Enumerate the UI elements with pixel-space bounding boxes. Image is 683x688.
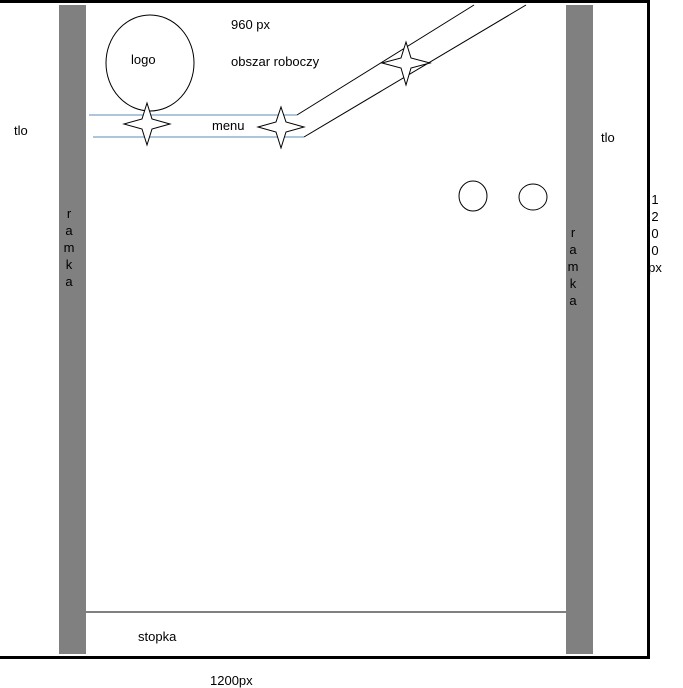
- star-icon-upper: [380, 40, 432, 87]
- circle-icon-left: [458, 180, 488, 212]
- main-width-label: 960 px: [231, 17, 271, 32]
- vertical-glyph: r: [570, 225, 576, 240]
- vertical-glyph: a: [65, 274, 73, 289]
- vertical-glyph: m: [63, 240, 75, 255]
- workspace-label: obszar roboczy: [231, 54, 320, 69]
- diagonal-line-lower: [303, 4, 527, 138]
- vertical-glyph: a: [569, 242, 577, 257]
- outer-frame: [0, 0, 650, 659]
- circle-icon-right: [518, 183, 548, 211]
- vertical-glyph: a: [65, 223, 73, 238]
- left-frame-rail: [59, 5, 86, 654]
- total-height-label: 1 2 0 0 px: [647, 191, 663, 276]
- logo-label: logo: [131, 52, 156, 67]
- vertical-glyph: 0: [651, 243, 659, 258]
- background-right-label: tlo: [601, 130, 615, 145]
- vertical-glyph: k: [65, 257, 73, 272]
- vertical-glyph: a: [569, 293, 577, 308]
- star-icon-left: [122, 101, 172, 147]
- vertical-glyph: 0: [651, 226, 659, 241]
- background-left-label: tlo: [14, 123, 28, 138]
- total-width-label: 1200px: [210, 673, 253, 688]
- right-frame-rail: [566, 5, 593, 654]
- vertical-glyph: 1: [651, 192, 659, 207]
- vertical-glyph: k: [569, 276, 577, 291]
- star-icon-middle: [256, 105, 306, 150]
- vertical-glyph: m: [567, 259, 579, 274]
- vertical-glyph: r: [66, 206, 72, 221]
- vertical-glyph: px: [648, 260, 662, 275]
- menu-label: menu: [212, 118, 245, 133]
- diagonal-line-upper: [296, 4, 475, 116]
- vertical-glyph: 2: [651, 209, 659, 224]
- footer-label: stopka: [138, 629, 177, 644]
